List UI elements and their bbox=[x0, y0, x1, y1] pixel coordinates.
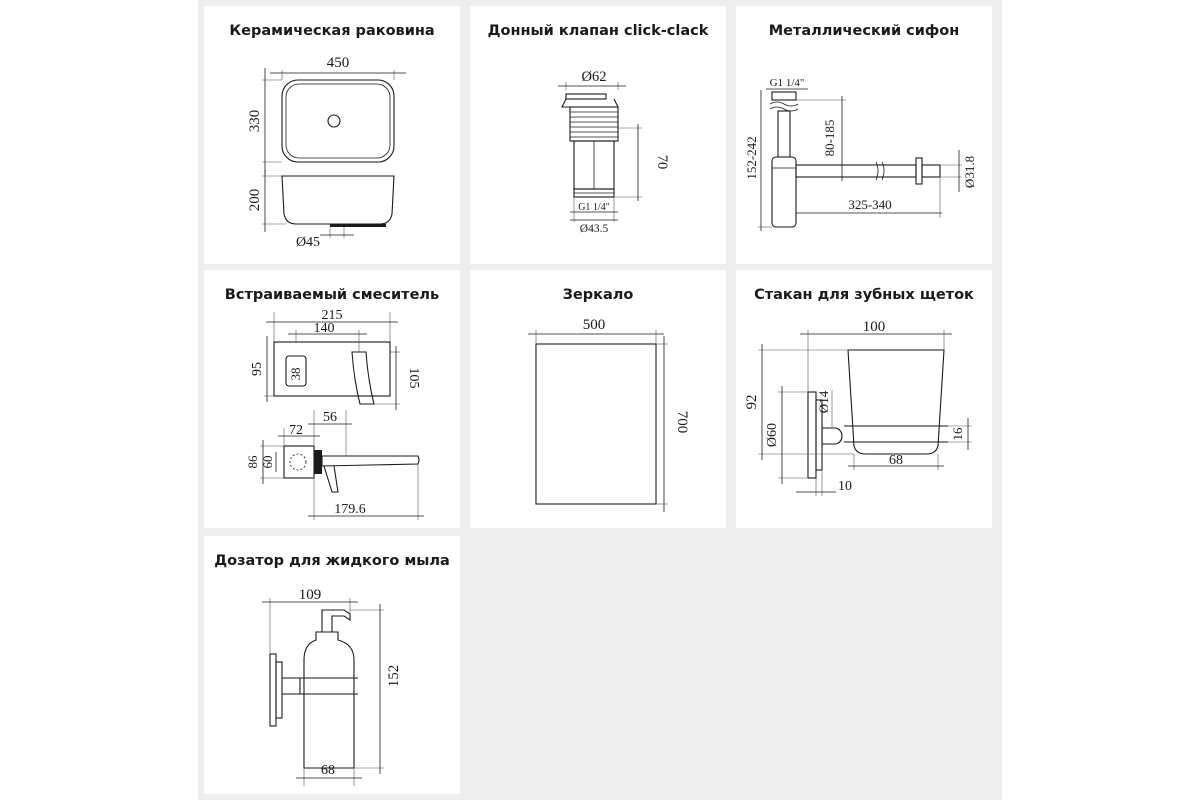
dim-flange: 10 bbox=[838, 479, 852, 494]
valve-flange bbox=[561, 98, 619, 108]
mixer-thread-side bbox=[314, 450, 322, 474]
dim-height: 200 bbox=[247, 189, 263, 212]
valve-drawing: Ø62 70 G1 1/4" Ø43.5 bbox=[558, 69, 670, 235]
siphon-tail-pipe bbox=[777, 110, 791, 158]
tumbler-cup bbox=[847, 349, 945, 455]
spec-sheet: Керамическая раковина 450 330 200 bbox=[198, 0, 1002, 800]
siphon-top-nut bbox=[771, 91, 797, 101]
dim-bottle: 68 bbox=[321, 763, 335, 778]
dim-reach: 179.6 bbox=[334, 502, 366, 517]
dim-cap: Ø62 bbox=[582, 69, 607, 85]
siphon-wall-flange bbox=[915, 157, 923, 185]
dim-thread: G1 1/4" bbox=[578, 202, 610, 213]
panel-title: Встраиваемый смеситель bbox=[224, 287, 440, 303]
dim-height: 700 bbox=[674, 411, 690, 434]
dim-handle: 38 bbox=[288, 368, 303, 381]
dim-height: 70 bbox=[654, 155, 670, 170]
mixer-lever-side bbox=[323, 465, 339, 493]
dim-spout-height: 105 bbox=[406, 368, 421, 389]
sink-side-outline bbox=[281, 175, 395, 225]
dispenser-bottle bbox=[303, 631, 355, 769]
dim-bottom: Ø43.5 bbox=[580, 223, 609, 235]
dim-height: 152-242 bbox=[744, 136, 759, 179]
dispenser-pump bbox=[321, 609, 351, 633]
dim-height: 92 bbox=[744, 395, 760, 410]
panel-title: Керамическая раковина bbox=[229, 23, 435, 39]
siphon-drawing: G1 1/4" 80-185 152-242 bbox=[744, 77, 977, 231]
panel-metal-siphon: Металлический сифон G1 1/4" 80-185 bbox=[736, 6, 992, 264]
dim-pipe: Ø31.8 bbox=[962, 156, 977, 188]
valve-thread bbox=[569, 106, 619, 142]
panel-title: Металлический сифон bbox=[768, 23, 960, 39]
sink-drain-hole bbox=[327, 114, 341, 128]
mirror-drawing: 500 700 bbox=[528, 317, 690, 512]
mirror-outline bbox=[535, 343, 657, 505]
sink-drawing: 450 330 200 Ø45 bbox=[247, 55, 406, 250]
mixer-handle bbox=[285, 355, 307, 387]
dim-thread: G1 1/4" bbox=[770, 77, 805, 89]
panel-soap-dispenser: Дозатор для жидкого мыла 109 152 68 bbox=[204, 536, 460, 794]
dim-plate-height: 95 bbox=[250, 362, 265, 376]
dim-arm: Ø14 bbox=[816, 390, 831, 413]
dim-rough-inner: 60 bbox=[260, 456, 275, 469]
panel-built-in-mixer: Встраиваемый смеситель 215 140 95 38 105 bbox=[204, 270, 460, 528]
dispenser-wall-flange bbox=[269, 653, 277, 727]
mixer-spout-side bbox=[321, 455, 420, 467]
dim-rough-outer: 86 bbox=[245, 455, 260, 469]
tumbler-drawing: 100 92 Ø60 Ø14 16 68 10 bbox=[744, 319, 972, 496]
dispenser-arm bbox=[282, 677, 301, 695]
panel-ceramic-sink: Керамическая раковина 450 330 200 bbox=[204, 6, 460, 264]
panel-mirror: Зеркало 500 700 bbox=[470, 270, 726, 528]
dim-base: Ø60 bbox=[765, 423, 780, 447]
dim-depth: 330 bbox=[247, 110, 263, 133]
dim-width: 450 bbox=[327, 55, 350, 71]
dim-spout-offset: 140 bbox=[314, 321, 335, 336]
sink-top-outline bbox=[281, 79, 395, 163]
panel-title: Зеркало bbox=[562, 287, 634, 303]
dim-width: 100 bbox=[863, 319, 886, 335]
sink-drain-fitting bbox=[330, 224, 386, 227]
panel-toothbrush-tumbler: Стакан для зубных щеток 100 92 Ø60 bbox=[736, 270, 992, 528]
tumbler-arm bbox=[821, 427, 843, 445]
dim-ring: 16 bbox=[950, 427, 965, 441]
dim-width: 109 bbox=[299, 587, 322, 603]
panel-title: Донный клапан click-clack bbox=[487, 23, 709, 39]
panel-title: Стакан для зубных щеток bbox=[754, 287, 974, 303]
dim-drain: Ø45 bbox=[296, 235, 320, 250]
dim-body: 72 bbox=[289, 423, 303, 438]
dim-plate-width: 215 bbox=[322, 308, 343, 323]
dim-drop: 80-185 bbox=[822, 120, 837, 157]
dim-depth: 56 bbox=[323, 410, 337, 425]
dim-length: 325-340 bbox=[848, 197, 891, 212]
mixer-plate bbox=[273, 341, 391, 397]
dim-cup-bottom: 68 bbox=[889, 453, 903, 468]
tumbler-wall-flange bbox=[807, 391, 817, 479]
dispenser-drawing: 109 152 68 bbox=[262, 587, 402, 786]
siphon-bottle bbox=[771, 156, 797, 228]
panel-click-clack-valve: Донный клапан click-clack bbox=[470, 6, 726, 264]
mixer-body-side bbox=[283, 445, 315, 479]
panel-title: Дозатор для жидкого мыла bbox=[214, 553, 450, 569]
dim-height: 152 bbox=[386, 665, 402, 688]
mixer-drawing: 215 140 95 38 105 56 72 bbox=[245, 308, 424, 520]
valve-cap bbox=[565, 93, 607, 100]
siphon-outlet-pipe bbox=[795, 164, 917, 178]
dim-width: 500 bbox=[583, 317, 606, 333]
sink-bowl-outline bbox=[285, 83, 391, 159]
